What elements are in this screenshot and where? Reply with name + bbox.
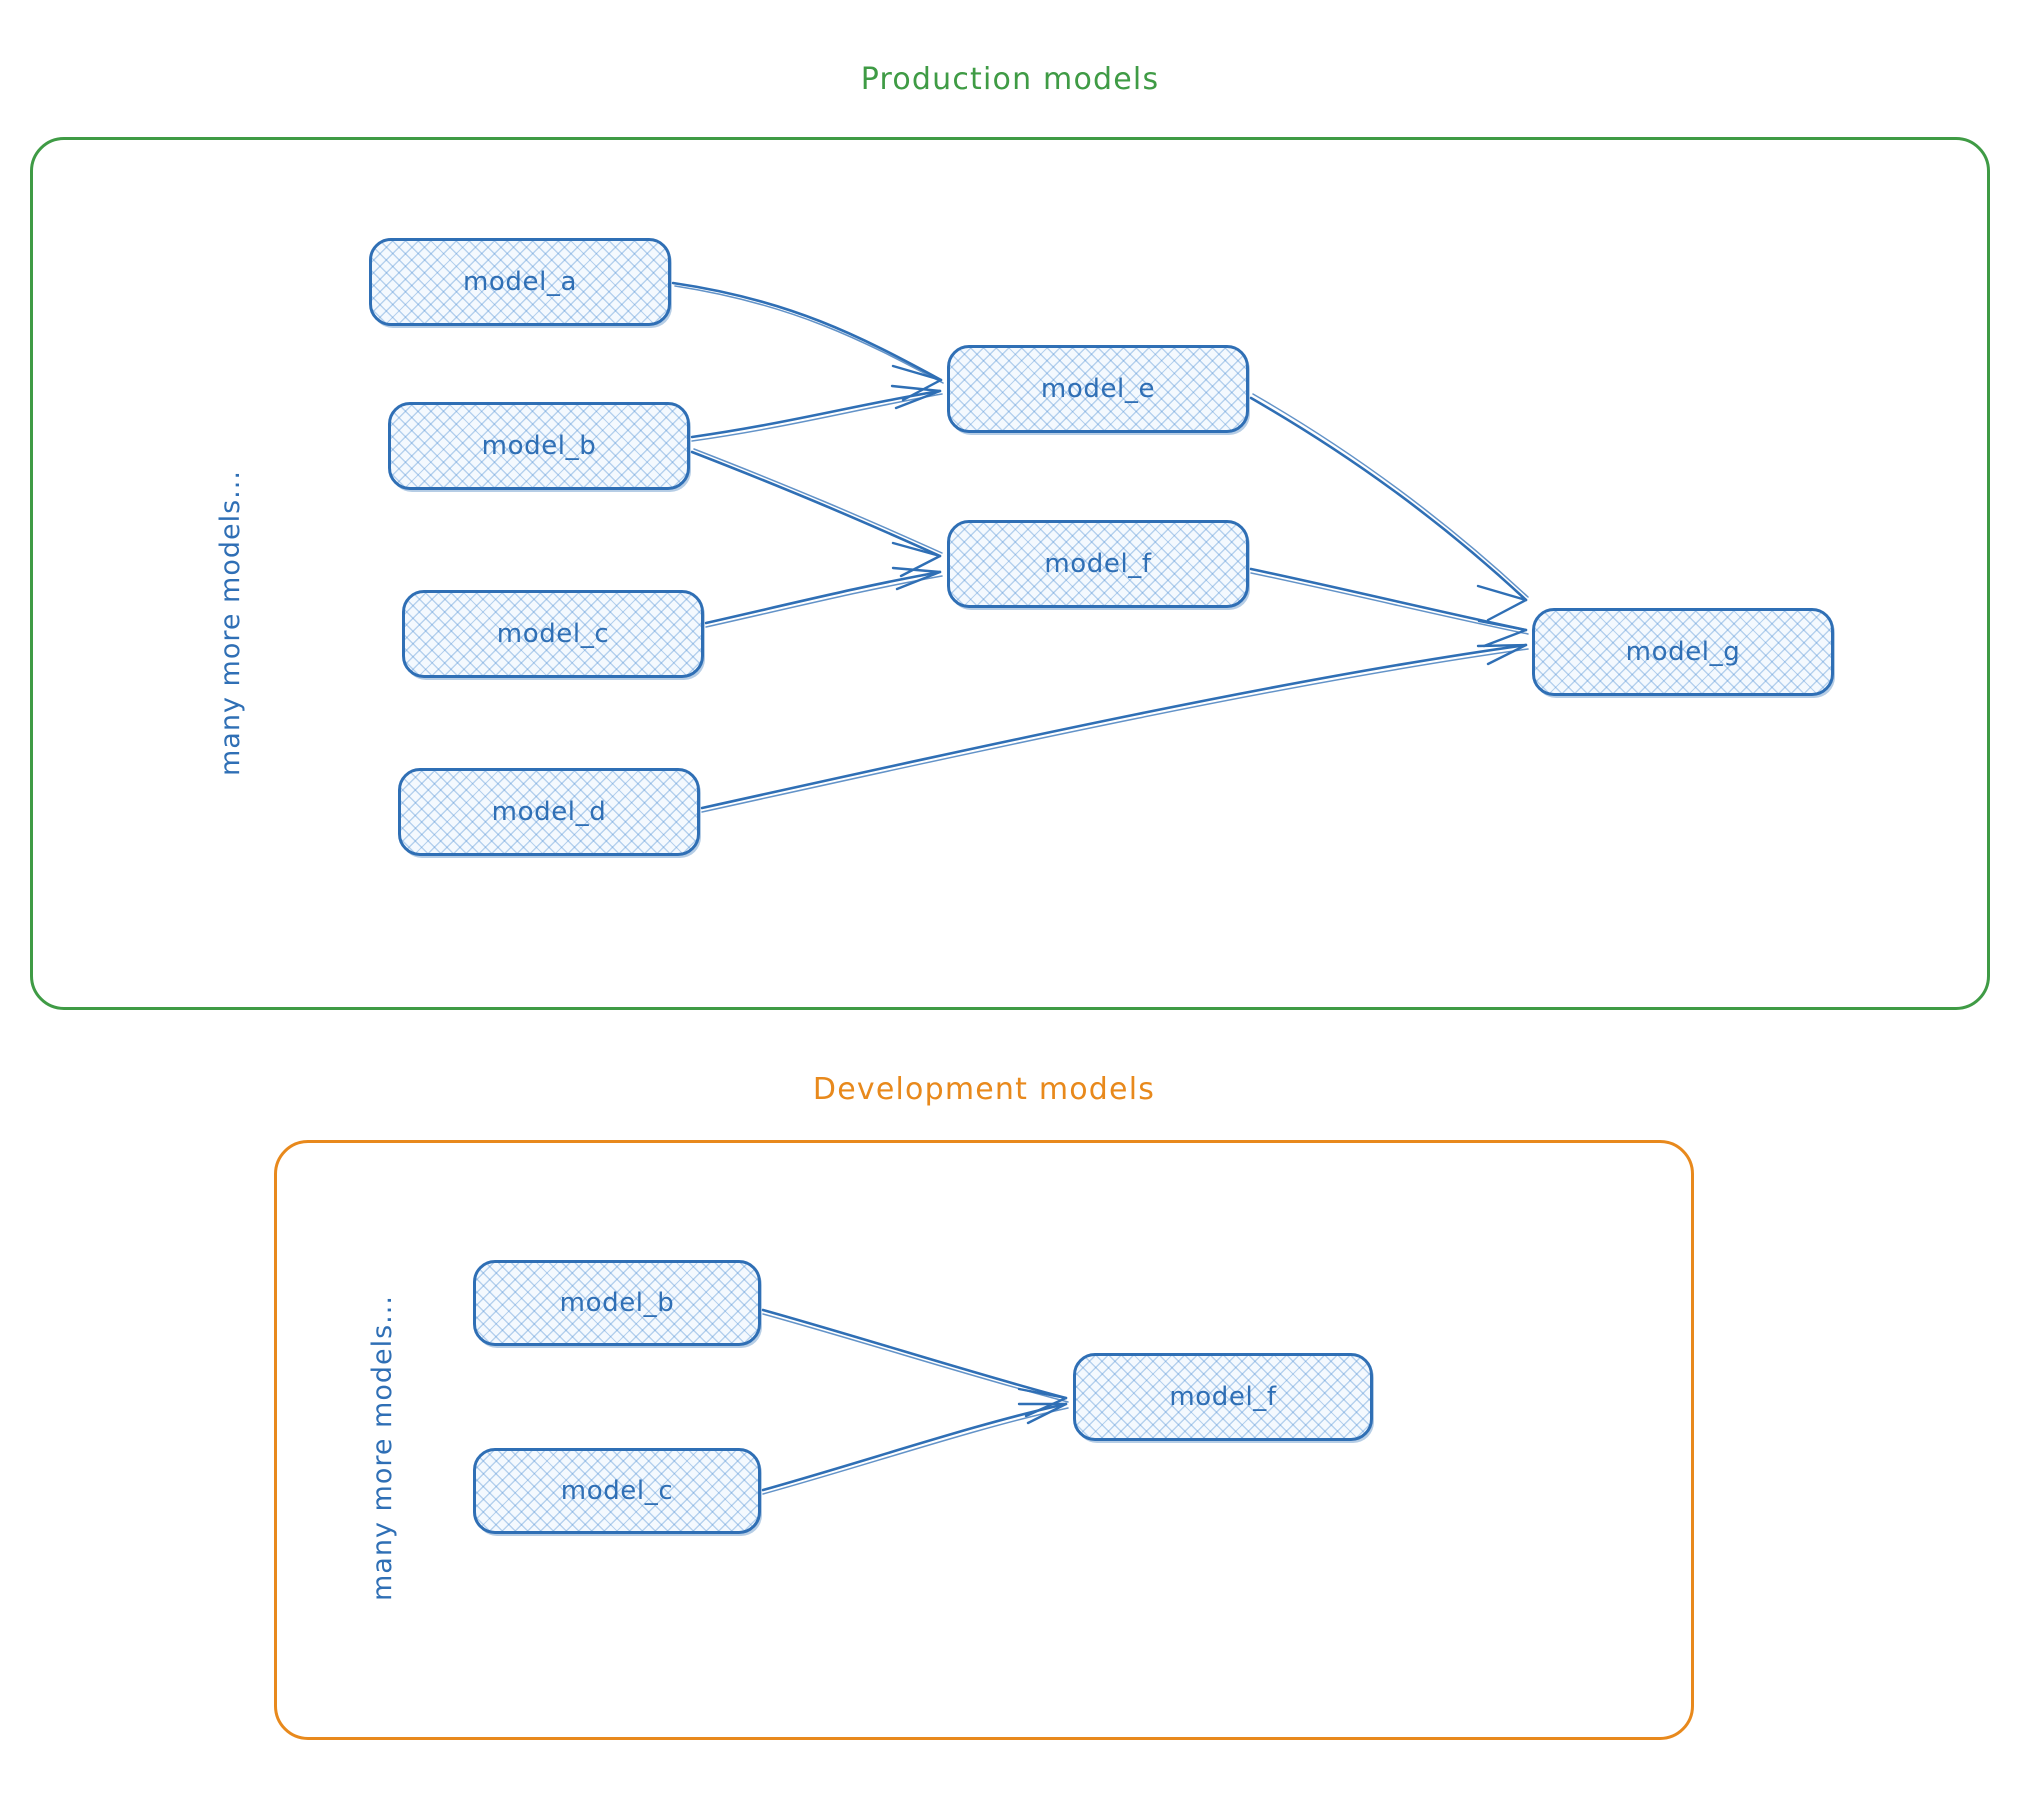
development-group-title: Development models	[812, 1072, 1156, 1107]
node-model_c[interactable]: model_c	[402, 590, 704, 678]
node-dev-model_f[interactable]: model_f	[1073, 1353, 1373, 1441]
node-dev-model_c[interactable]: model_c	[473, 1448, 761, 1534]
node-label: model_f	[1044, 549, 1152, 579]
node-model_f[interactable]: model_f	[947, 520, 1249, 608]
node-model_d[interactable]: model_d	[398, 768, 700, 856]
production-group-title: Production models	[860, 62, 1160, 97]
node-label: model_g	[1625, 637, 1741, 667]
node-model_e[interactable]: model_e	[947, 345, 1249, 433]
node-label: model_d	[491, 797, 607, 827]
node-model_g[interactable]: model_g	[1532, 608, 1834, 696]
production-group-container	[30, 137, 1990, 1010]
node-label: model_f	[1169, 1382, 1277, 1412]
node-dev-model_b[interactable]: model_b	[473, 1260, 761, 1346]
node-label: model_c	[560, 1476, 674, 1506]
development-side-label: many more models...	[367, 1295, 398, 1601]
production-side-label: many more models...	[215, 470, 246, 776]
node-model_b[interactable]: model_b	[388, 402, 690, 490]
node-label: model_b	[481, 431, 597, 461]
node-label: model_c	[496, 619, 610, 649]
development-group-container	[274, 1140, 1694, 1740]
node-label: model_a	[462, 267, 578, 297]
node-model_a[interactable]: model_a	[369, 238, 671, 326]
node-label: model_b	[559, 1288, 675, 1318]
node-label: model_e	[1040, 374, 1156, 404]
